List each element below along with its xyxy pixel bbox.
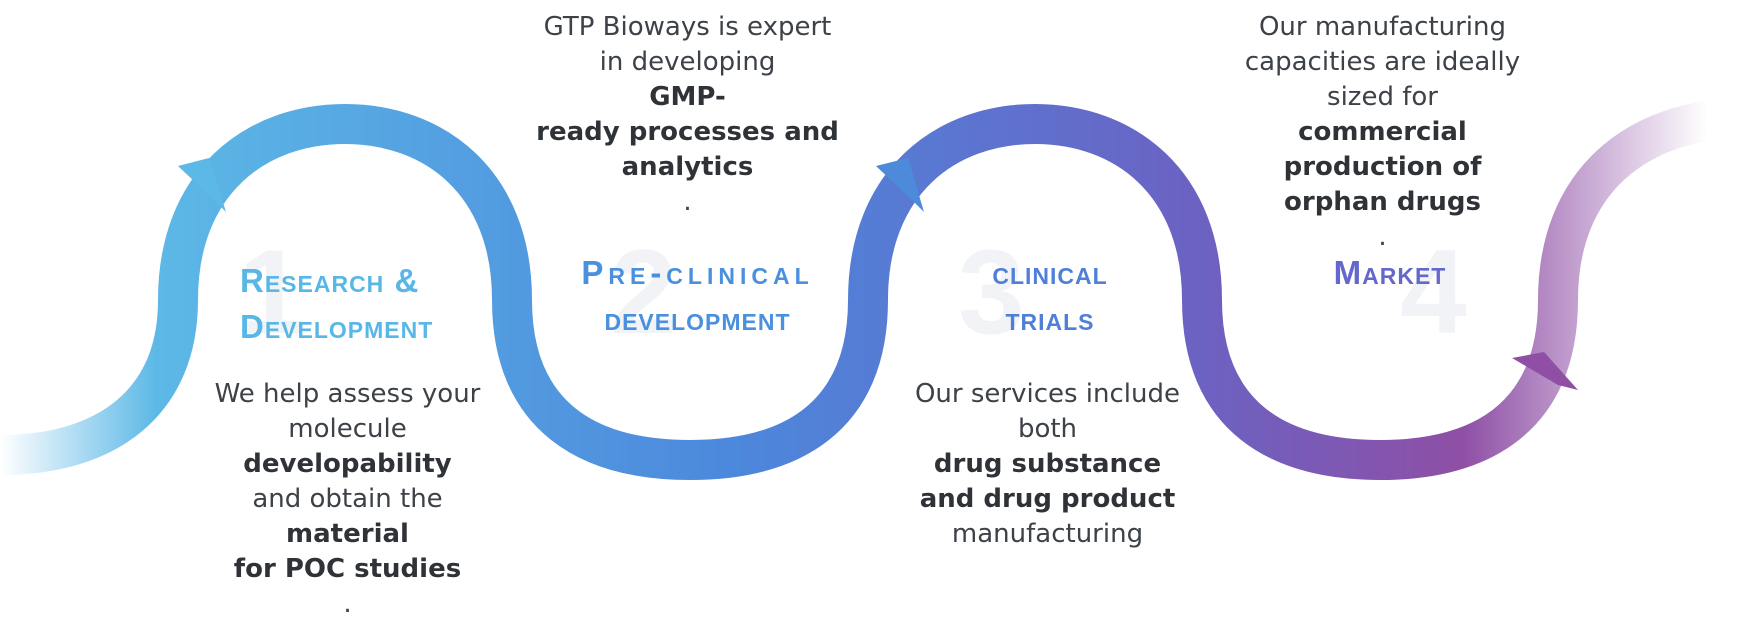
plain-text: molecule xyxy=(288,414,407,444)
stage-4-description-line: production of xyxy=(1205,150,1560,185)
plain-text: and obtain the xyxy=(252,484,443,514)
stage-2-description-line: GTP Bioways is expert xyxy=(515,10,860,45)
stage-1-description-line: and obtain the material xyxy=(165,482,530,552)
stage-2-number: 2 xyxy=(610,225,677,359)
stage-2-title: Pre-clinical development xyxy=(555,250,840,342)
stage-2-title-line-2: development xyxy=(604,300,791,337)
stage-1-title: Research & Development xyxy=(208,258,540,350)
stage-2-description-line: ready processes and xyxy=(515,115,860,150)
emphasis-text: drug substance xyxy=(933,449,1162,479)
emphasis-text: material xyxy=(286,519,409,549)
stage-1-title-line-2: Development xyxy=(240,308,434,345)
stage-3-title-line-1: clinical xyxy=(992,254,1108,291)
stage-4-title: Market xyxy=(1290,250,1490,296)
stage-4-description-line: orphan drugs. xyxy=(1205,185,1560,255)
stage-2-title-line-1: Pre-clinical xyxy=(581,254,814,291)
plain-text: We help assess your xyxy=(214,379,481,409)
stage-4-number: 4 xyxy=(1400,225,1467,359)
stage-3-description-line: Our services include xyxy=(870,377,1225,412)
stage-3-number: 3 xyxy=(958,225,1025,359)
stage-1-title-line-1: Research & xyxy=(240,262,420,299)
plain-text: both xyxy=(1017,414,1078,444)
emphasis-text: GMP- xyxy=(649,82,726,112)
emphasis-text: for POC studies xyxy=(233,554,462,584)
stage-1-description-line: We help assess your xyxy=(165,377,530,412)
stage-3-description-line: and drug product xyxy=(870,482,1225,517)
stage-2-description-line: analytics. xyxy=(515,150,860,220)
arrowhead-3-icon xyxy=(876,158,924,212)
stage-3-description-line: both drug substance xyxy=(870,412,1225,482)
stage-1-description-line: for POC studies. xyxy=(165,552,530,622)
wave-path xyxy=(0,98,1742,481)
emphasis-text: commercial xyxy=(1298,117,1467,147)
emphasis-text: analytics xyxy=(621,152,754,182)
emphasis-text: ready processes and xyxy=(536,117,839,147)
plain-text: capacities are ideally xyxy=(1244,47,1521,77)
stage-4-title-line-1: Market xyxy=(1333,254,1447,291)
stage-4-description-line: capacities are ideally xyxy=(1205,45,1560,80)
emphasis-text: orphan drugs xyxy=(1284,187,1481,217)
plain-text: . xyxy=(343,589,352,619)
plain-text: Our manufacturing xyxy=(1258,12,1507,42)
arrowhead-4-icon xyxy=(1512,352,1578,390)
stage-1-number: 1 xyxy=(238,225,305,359)
process-wave xyxy=(0,98,1742,481)
stage-3-description-line: manufacturing xyxy=(870,517,1225,552)
plain-text: . xyxy=(683,187,692,217)
emphasis-text: developability xyxy=(243,449,452,479)
stage-3-title: clinical trials xyxy=(935,250,1165,342)
arrowhead-1-icon xyxy=(178,158,226,212)
stage-3-title-line-2: trials xyxy=(1005,300,1095,337)
plain-text: Our services include xyxy=(914,379,1181,409)
stage-2-description-line: in developing GMP- xyxy=(515,45,860,115)
plain-text: sized for xyxy=(1327,82,1438,112)
stage-1-description-line: molecule developability xyxy=(165,412,530,482)
emphasis-text: and drug product xyxy=(919,484,1176,514)
plain-text: manufacturing xyxy=(951,519,1144,549)
plain-text: . xyxy=(1378,222,1387,252)
plain-text: in developing xyxy=(599,47,776,77)
plain-text: GTP Bioways is expert xyxy=(543,12,832,42)
emphasis-text: production of xyxy=(1283,152,1482,182)
stage-4-description-line: Our manufacturing xyxy=(1205,10,1560,45)
stage-4-description-line: sized for commercial xyxy=(1205,80,1560,150)
